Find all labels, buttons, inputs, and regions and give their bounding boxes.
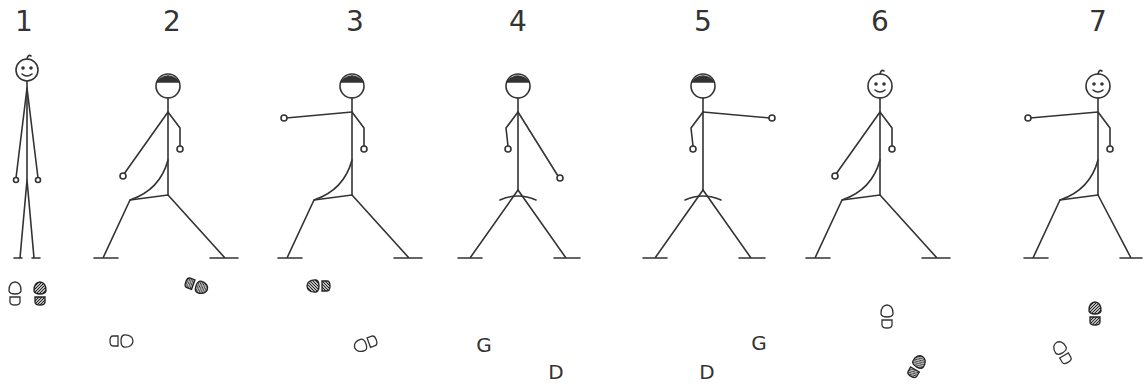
step-number: 7 — [1089, 8, 1107, 36]
foot-letter: D — [699, 362, 714, 382]
foot-letter: D — [548, 362, 563, 382]
step-number: 4 — [509, 8, 527, 36]
step-number: 1 — [15, 8, 33, 36]
step-number: 6 — [871, 8, 889, 36]
step-number: 5 — [694, 8, 712, 36]
step-number: 2 — [163, 8, 181, 36]
foot-letter: G — [476, 335, 492, 355]
step-number: 3 — [346, 8, 364, 36]
foot-letter: G — [751, 333, 767, 353]
